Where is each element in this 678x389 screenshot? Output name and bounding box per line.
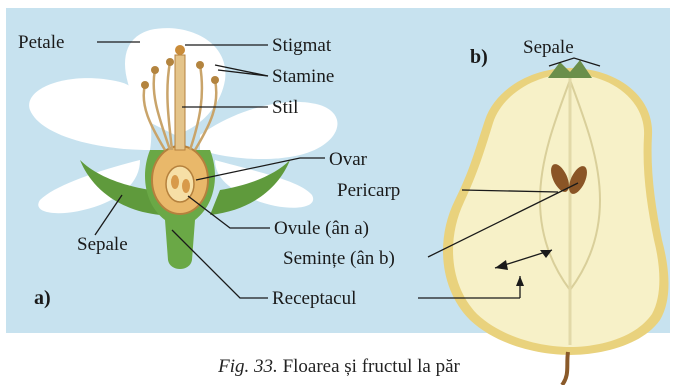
label-stamine: Stamine [272, 67, 334, 86]
label-seminte: Semințe (ân b) [283, 249, 395, 268]
label-stil: Stil [272, 98, 298, 117]
stigma-shape [175, 45, 185, 55]
label-sepale-b: Sepale [523, 38, 574, 57]
label-ovule: Ovule (ân a) [274, 219, 369, 238]
label-ovar: Ovar [329, 150, 367, 169]
panel-label-a: a) [34, 288, 51, 308]
figure-caption: Fig. 33. Floarea și fructul la păr [0, 356, 678, 378]
caption-figure-number: Fig. 33. [218, 356, 278, 377]
label-receptacul: Receptacul [272, 289, 356, 308]
style-shape [175, 55, 185, 150]
panel-label-b: b) [470, 47, 488, 67]
label-stigmat: Stigmat [272, 36, 331, 55]
caption-text: Floarea și fructul la păr [283, 356, 460, 377]
label-petale: Petale [18, 33, 64, 52]
label-pericarp: Pericarp [337, 181, 400, 200]
label-sepale-a: Sepale [77, 235, 128, 254]
